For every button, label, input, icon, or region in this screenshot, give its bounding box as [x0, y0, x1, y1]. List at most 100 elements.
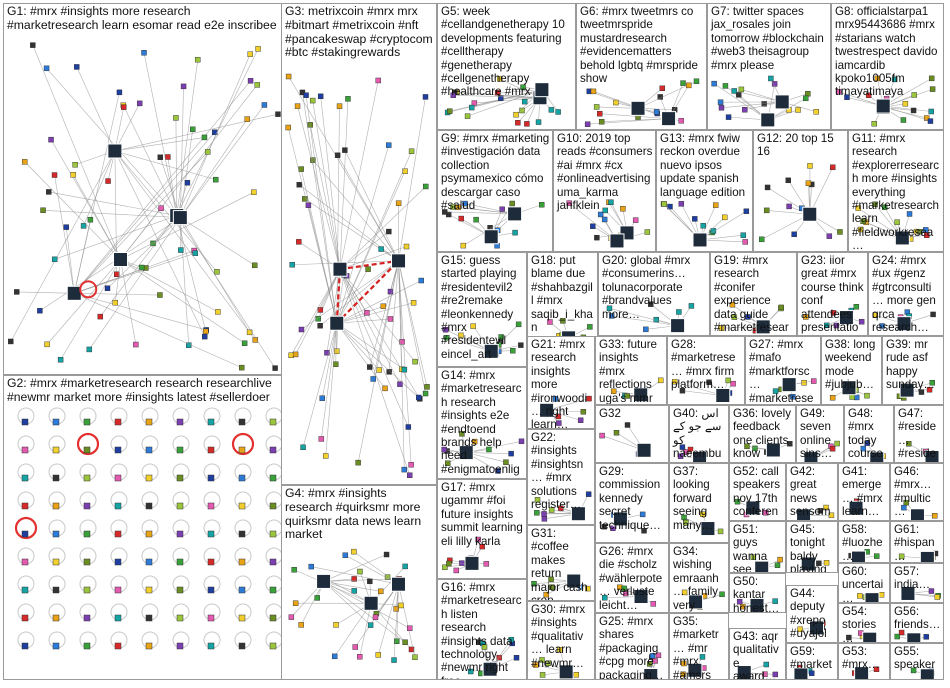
cluster-g1: G1: #mrx #insights more research #market… — [3, 3, 284, 375]
edge — [294, 569, 372, 604]
cluster-nodes — [793, 664, 815, 679]
edge — [357, 260, 399, 463]
edge — [176, 215, 276, 369]
hub-node — [534, 82, 550, 98]
node — [52, 586, 60, 594]
hub-node — [919, 668, 935, 679]
cluster-g19: G19: #mrx research #conifer experience d… — [710, 252, 797, 336]
edge — [46, 68, 177, 216]
node — [620, 206, 626, 212]
edge — [60, 259, 121, 360]
edge — [336, 323, 386, 389]
node — [44, 341, 50, 348]
hub-node — [558, 664, 574, 679]
node — [865, 92, 872, 98]
node — [929, 86, 936, 92]
node — [367, 578, 373, 585]
edge — [180, 217, 190, 346]
node — [201, 134, 208, 141]
node — [83, 502, 91, 510]
cluster-g16: G16: #mrx #marketresearch listen researc… — [437, 579, 527, 680]
node — [207, 586, 215, 594]
edge — [107, 217, 181, 289]
node — [157, 154, 164, 160]
node — [772, 388, 779, 394]
node — [391, 657, 397, 663]
node — [725, 114, 732, 120]
node — [323, 453, 329, 459]
node — [810, 378, 817, 384]
edge — [10, 150, 116, 342]
node — [613, 99, 619, 106]
edge — [398, 584, 416, 658]
node — [441, 446, 447, 453]
node — [145, 474, 153, 482]
node — [63, 224, 69, 230]
node — [621, 585, 627, 592]
edge — [32, 45, 121, 260]
hub-node — [854, 666, 870, 679]
cluster-g47: G47: #reside… #reside… #reside… — [894, 405, 944, 463]
node — [83, 530, 91, 538]
node — [518, 342, 524, 348]
cluster-g48: G48: #mrx today course… — [844, 405, 894, 463]
node — [813, 109, 819, 115]
node — [903, 499, 909, 506]
node — [479, 543, 485, 550]
node — [408, 462, 414, 468]
node — [351, 588, 357, 594]
cluster-g35: G35: #marketr… #mr #mrx #amsrs 10 market… — [669, 613, 729, 680]
hub-node — [692, 232, 708, 248]
node — [238, 418, 246, 426]
cluster-g54: G54: stories… — [838, 603, 890, 643]
node — [269, 558, 277, 566]
hub-node — [316, 573, 332, 589]
node — [759, 236, 765, 243]
node — [872, 201, 878, 208]
cluster-nodes — [566, 199, 651, 249]
node — [864, 440, 870, 446]
node — [598, 119, 605, 125]
node — [261, 102, 268, 108]
node — [524, 121, 530, 127]
node — [453, 567, 460, 574]
node — [541, 511, 547, 517]
node — [314, 595, 320, 601]
edge — [290, 269, 341, 356]
node — [394, 638, 400, 644]
node — [624, 393, 631, 399]
node — [597, 211, 604, 218]
node — [333, 348, 340, 354]
node — [594, 234, 600, 241]
node — [352, 644, 358, 650]
node — [214, 269, 220, 275]
node — [928, 588, 935, 594]
node — [298, 326, 305, 333]
node — [648, 301, 654, 307]
node — [334, 152, 341, 158]
cluster-nodes — [672, 377, 736, 403]
node — [244, 116, 250, 122]
node — [710, 228, 717, 234]
edge — [323, 581, 406, 643]
node — [894, 219, 900, 225]
node — [738, 86, 745, 93]
edge — [114, 150, 206, 337]
node — [378, 246, 384, 252]
node — [824, 322, 830, 329]
edge — [302, 323, 338, 448]
node — [585, 585, 591, 592]
edge — [336, 268, 369, 324]
node — [823, 560, 830, 566]
node — [855, 205, 861, 211]
node — [927, 118, 934, 124]
edge — [713, 83, 768, 121]
node — [655, 652, 662, 659]
node — [541, 516, 548, 522]
hub-node — [848, 500, 864, 516]
node — [57, 357, 64, 363]
edge — [339, 246, 407, 270]
node — [37, 307, 43, 314]
cluster-nodes — [736, 597, 778, 612]
edge — [445, 329, 492, 352]
